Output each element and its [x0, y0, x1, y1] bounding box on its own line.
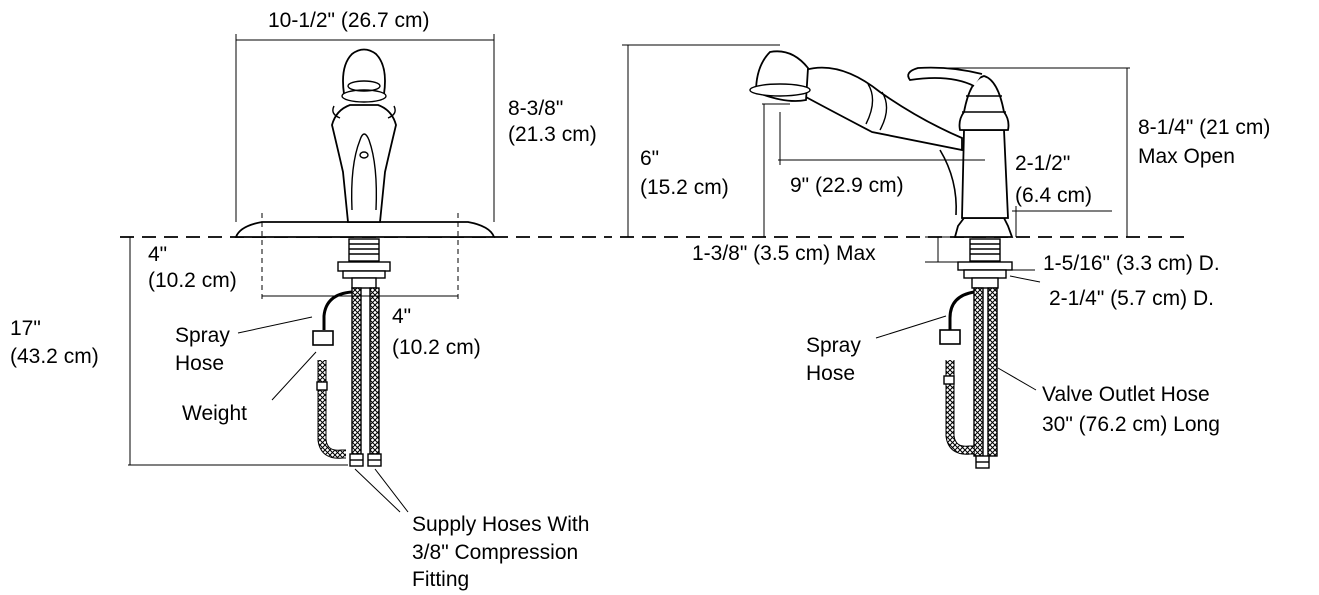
- side-base-height-cm: (6.4 cm): [1015, 184, 1093, 207]
- front-spray-hose: [312, 290, 353, 459]
- front-spray-hose-label-line1: Spray: [175, 324, 230, 347]
- front-below-deck-dimension-cm: (43.2 cm): [10, 345, 99, 368]
- front-faucet-body: [234, 48, 496, 238]
- side-deck-thickness-dimension: 1-3/8" (3.5 cm) Max: [692, 242, 876, 265]
- front-dimension-lines: [128, 34, 495, 513]
- side-reach-dimension: 9" (22.9 cm): [790, 174, 904, 197]
- front-weight-label: Weight: [182, 402, 247, 425]
- side-valve-outlet-hoses: [973, 287, 998, 469]
- valve-outlet-hose-label-line1: Valve Outlet Hose: [1042, 383, 1210, 406]
- front-height-dimension-cm: (21.3 cm): [508, 123, 597, 146]
- side-shank-diameter-dimension: 1-5/16" (3.3 cm) D.: [1043, 252, 1220, 275]
- side-spray-hose-label-line1: Spray: [806, 334, 861, 357]
- side-spout-height-inches: 6": [640, 147, 660, 170]
- front-height-dimension-inches: 8-3/8": [508, 97, 564, 120]
- side-faucet-body: [749, 50, 1014, 238]
- front-width-dimension: 10-1/2" (26.7 cm): [268, 9, 430, 32]
- front-center-hole-dimension-cm: (10.2 cm): [392, 336, 481, 359]
- side-spray-hose: [939, 290, 975, 455]
- front-below-deck-dimension-inches: 17": [10, 317, 41, 340]
- front-spray-hose-label-line2: Hose: [175, 352, 225, 375]
- supply-hoses-label-line2: 3/8" Compression: [412, 541, 579, 564]
- front-left-hole-dimension-inches: 4": [148, 243, 168, 266]
- side-spout-height-cm: (15.2 cm): [640, 176, 729, 199]
- side-max-open-dimension: 8-1/4" (21 cm): [1138, 116, 1271, 139]
- supply-hoses-label-line3: Fitting: [412, 568, 470, 591]
- side-base-diameter-dimension: 2-1/4" (5.7 cm) D.: [1049, 287, 1214, 310]
- front-center-hole-dimension-inches: 4": [392, 305, 412, 328]
- front-left-hole-dimension-cm: (10.2 cm): [148, 269, 237, 292]
- side-spray-hose-label-line2: Hose: [806, 362, 856, 385]
- side-shank-assembly: [957, 238, 1013, 289]
- front-supply-hoses: [349, 287, 382, 467]
- side-dimension-lines: [622, 44, 1130, 391]
- supply-hoses-label-line1: Supply Hoses With: [412, 513, 590, 536]
- side-max-open-label: Max Open: [1138, 145, 1235, 168]
- front-shank-assembly: [337, 238, 391, 289]
- side-base-height-inches: 2-1/2": [1015, 152, 1071, 175]
- valve-outlet-hose-label-line2: 30" (76.2 cm) Long: [1042, 413, 1220, 436]
